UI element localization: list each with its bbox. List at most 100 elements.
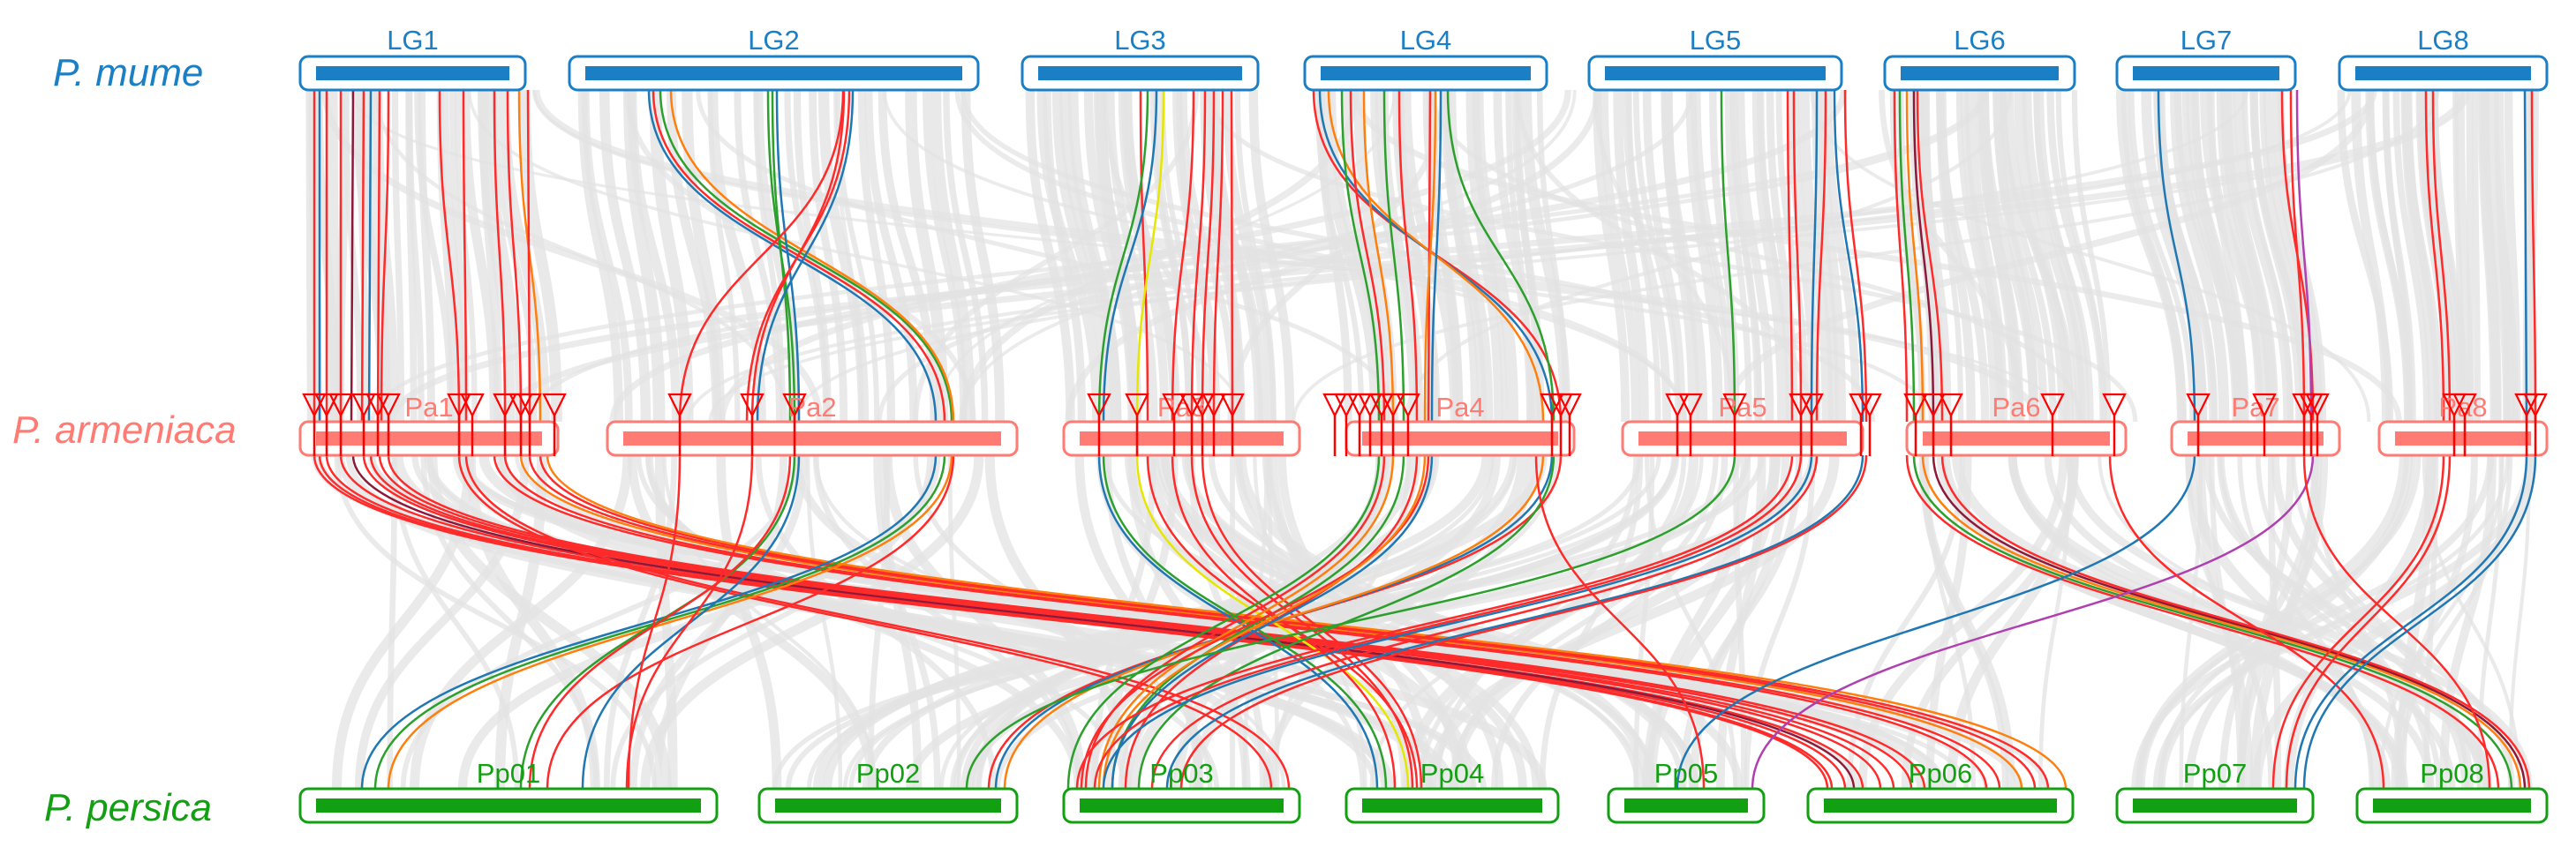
background-link (2120, 89, 2187, 423)
background-link (334, 454, 658, 790)
highlight-link (1201, 89, 1216, 423)
species-label-armeniaca: P. armeniaca (12, 409, 237, 452)
gene-marker (1799, 393, 1824, 456)
highlight-link (1097, 454, 1379, 790)
chromosome-pa3: Pa3 (1062, 392, 1301, 457)
background-link (1537, 89, 1570, 423)
chromosome-lg7: LG7 (2115, 25, 2297, 92)
highlight-link (1940, 454, 2531, 790)
highlight-link (1150, 454, 1819, 790)
background-link (923, 89, 968, 423)
chromosome-bar (1824, 798, 2057, 813)
background-link (455, 89, 478, 423)
background-link (1404, 89, 2013, 423)
highlight-link (1843, 89, 1868, 423)
background-link (1960, 89, 2005, 423)
highlight-link (519, 454, 796, 790)
chromosome-bar (316, 798, 701, 813)
highlight-link (1921, 454, 2522, 790)
background-link (1817, 89, 1847, 423)
chromosome-lg6: LG6 (1883, 25, 2076, 92)
highlight-link (965, 454, 1736, 790)
highlight-link (1135, 89, 1165, 423)
background-link (410, 454, 633, 790)
background-link (833, 89, 864, 423)
background-link (2152, 454, 2534, 790)
highlight-link (1397, 89, 1419, 423)
marker-triangle (2186, 393, 2211, 418)
chromosome-label: Pa4 (1435, 392, 1484, 423)
species-label-mume: P. mume (53, 51, 203, 94)
background-link (581, 89, 633, 423)
chromosome-label: Pp04 (1420, 758, 1484, 789)
gene-marker (1665, 393, 1690, 456)
gene-marker (2102, 393, 2127, 456)
highlight-link (546, 454, 955, 790)
highlight-link (2523, 89, 2528, 423)
chromosome-bar (1362, 431, 1558, 446)
background-link (1418, 454, 1687, 790)
background-link (2046, 89, 2107, 423)
marker-triangle (328, 393, 353, 418)
gene-marker (740, 393, 765, 456)
gene-marker (1857, 393, 1882, 456)
background-link (498, 454, 1548, 790)
highlight-link (1190, 89, 1207, 423)
gene-marker (1921, 393, 1946, 456)
highlight-link (526, 89, 531, 423)
background-link (1539, 454, 1644, 790)
background-link (960, 89, 1005, 423)
highlight-link (1349, 89, 1386, 423)
highlight-link (367, 89, 373, 423)
chromosome-bar (1362, 798, 1542, 813)
highlight-link (678, 89, 845, 423)
background-link (2271, 454, 2474, 790)
chromosome-label: Pa1 (404, 392, 453, 423)
highlight-link (669, 89, 955, 423)
highlight-link (1430, 89, 1442, 423)
highlight-link (1111, 454, 1405, 790)
gene-marker (2452, 393, 2477, 456)
background-link (1721, 89, 2375, 423)
chromosome-label: LG7 (2181, 25, 2233, 56)
background-link (864, 89, 918, 423)
marker-triangle (2040, 393, 2065, 418)
highlight-link (1139, 89, 1149, 423)
highlight-link (1171, 454, 1397, 790)
background-link (882, 89, 1687, 423)
highlight-link (1446, 89, 1555, 423)
background-link (629, 454, 808, 790)
highlight-link (1102, 454, 1427, 790)
chromosome-label: LG5 (1690, 25, 1742, 56)
chromosome-bar (2133, 66, 2279, 80)
background-link (2417, 89, 2460, 423)
highlight-link (506, 89, 523, 423)
gene-marker (1381, 393, 1405, 456)
chromosome-pp06: Pp06 (1806, 758, 2075, 824)
chromosome-bar (1080, 431, 1284, 446)
highlight-link (1423, 89, 1437, 423)
gene-marker (1939, 393, 1963, 456)
chromosome-label: LG2 (748, 25, 800, 56)
background-link (1766, 89, 1798, 423)
chromosome-label: LG4 (1400, 25, 1452, 56)
background-link (2508, 454, 2532, 790)
background-link (1824, 89, 1861, 423)
background-link (2251, 454, 2537, 790)
chromosome-pp01: Pp01 (298, 758, 719, 824)
marker-triangle (1396, 393, 1420, 418)
highlight-link (2424, 89, 2445, 423)
highlight-link (2302, 454, 2491, 790)
background-link (954, 89, 1688, 423)
chromosome-pp02: Pp02 (757, 758, 1019, 824)
background-link (649, 89, 694, 423)
background-link (933, 89, 1397, 423)
highlight-link (2285, 454, 2452, 790)
highlight-link (1102, 89, 1158, 423)
chromosome-bar (1605, 66, 1826, 80)
background-link (1724, 89, 1752, 423)
background-link (640, 454, 984, 790)
background-link (2224, 89, 2278, 423)
marker-triangle (1939, 393, 1963, 418)
highlight-link (1792, 89, 1803, 423)
